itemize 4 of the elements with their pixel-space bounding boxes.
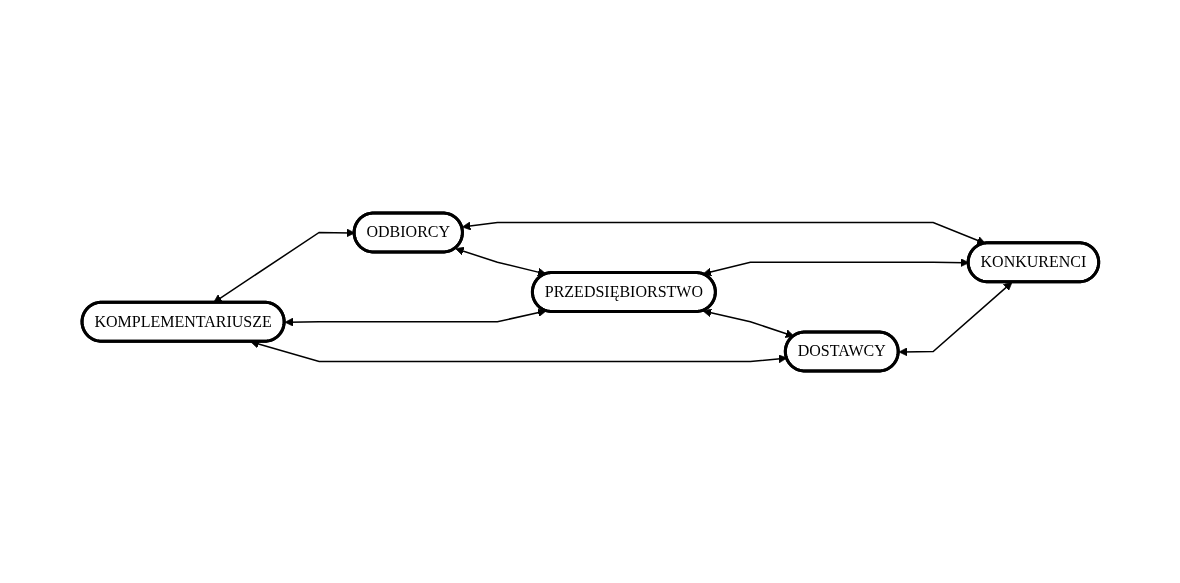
arrow <box>702 308 794 338</box>
arrow <box>461 221 986 245</box>
arrow <box>284 307 547 326</box>
arrow <box>898 281 1013 356</box>
